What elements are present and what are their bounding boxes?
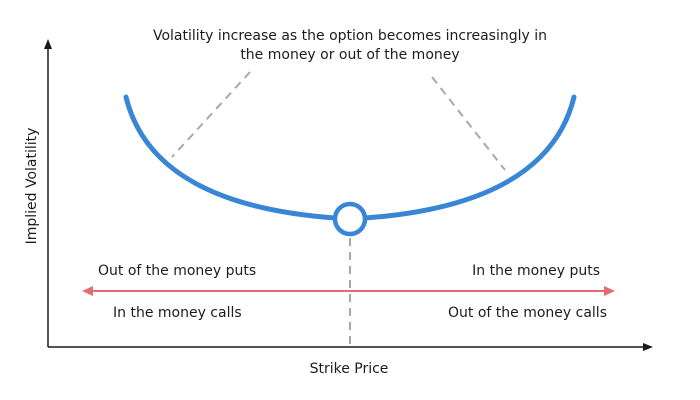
label-in-money-calls: In the money calls <box>113 305 242 321</box>
x-axis-arrowhead <box>643 343 653 351</box>
minimum-point-marker <box>332 201 368 237</box>
range-arrow-left-head <box>82 286 93 296</box>
right-guide-dash <box>431 76 506 171</box>
y-axis-label: Implied Volatility <box>24 128 40 245</box>
range-arrow-right-head <box>604 286 615 296</box>
annotation-line-1: Volatility increase as the option become… <box>153 28 547 44</box>
y-axis-arrowhead <box>44 39 52 49</box>
label-out-of-money-puts: Out of the money puts <box>98 263 256 279</box>
label-out-of-money-calls: Out of the money calls <box>448 305 607 321</box>
volatility-smile-curve <box>123 94 577 221</box>
annotation-line-2: the money or out of the money <box>240 47 459 63</box>
left-guide-dash <box>171 71 251 158</box>
label-in-money-puts: In the money puts <box>472 263 600 279</box>
x-axis-label: Strike Price <box>310 361 389 377</box>
